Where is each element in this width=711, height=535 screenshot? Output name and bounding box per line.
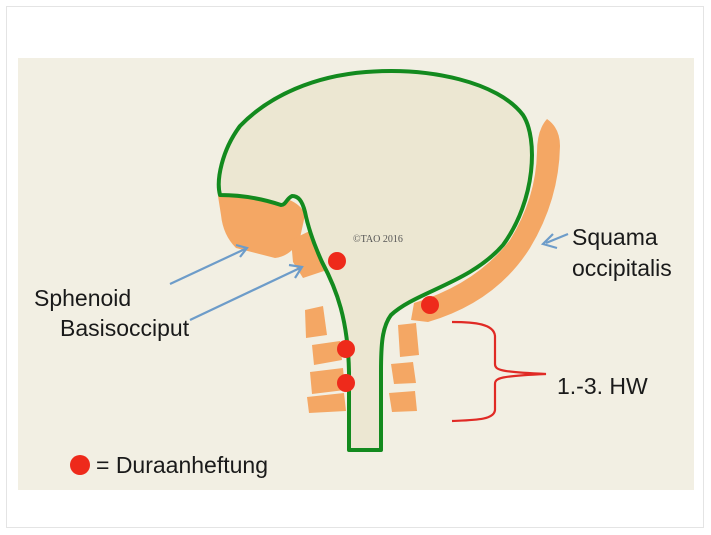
vertebrae-label: 1.-3. HW (557, 373, 648, 400)
attachment-dot-foramen (421, 296, 439, 314)
legend-dot-icon (70, 455, 90, 475)
legend-label: = Duraanheftung (96, 452, 268, 479)
squama-label-line2: occipitalis (572, 255, 672, 282)
attachment-dot-c3 (337, 374, 355, 392)
basiocciput-label: Basisocciput (60, 315, 189, 342)
vertebra-3-right (389, 391, 417, 412)
copyright-text: ©TAO 2016 (353, 234, 403, 245)
attachment-dot-basiocciput (328, 252, 346, 270)
attachment-dot-c2 (337, 340, 355, 358)
vertebra-1-right (398, 323, 419, 357)
squama-label-line1: Squama (572, 224, 658, 251)
sphenoid-label: Sphenoid (34, 285, 131, 312)
vertebra-2-right (391, 362, 416, 384)
